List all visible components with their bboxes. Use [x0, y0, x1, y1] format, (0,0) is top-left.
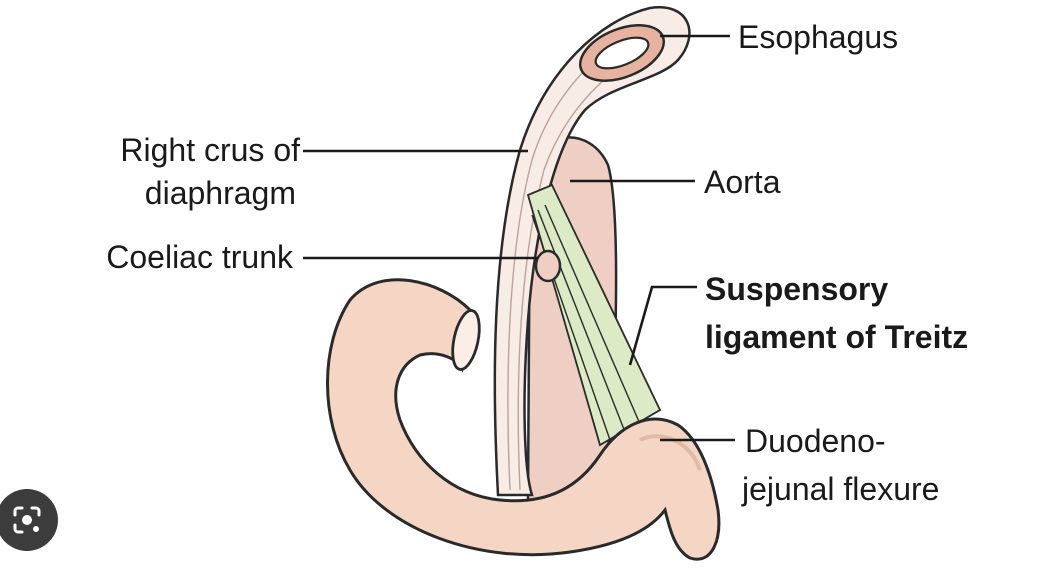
- ligament-fiber-2: [537, 209, 626, 433]
- ligament-fiber-3: [544, 204, 641, 425]
- label-treitz-1: Suspensory: [705, 271, 888, 307]
- leader-treitz: [628, 285, 697, 366]
- esophagus-lumen: [594, 36, 650, 70]
- label-treitz-2: ligament of Treitz: [705, 319, 968, 355]
- label-esophagus: Esophagus: [738, 19, 898, 55]
- label-right-crus-2: diaphragm: [145, 175, 296, 211]
- label-right-crus-1: Right crus of: [120, 132, 300, 168]
- label-aorta: Aorta: [704, 164, 781, 200]
- label-dj-flexure-1: Duodeno-: [745, 423, 886, 459]
- duodenum-opening: [451, 309, 481, 371]
- label-dj-flexure-2: jejunal flexure: [741, 471, 939, 507]
- label-coeliac-trunk: Coeliac trunk: [106, 239, 294, 275]
- duodenum-shape: [326, 278, 721, 561]
- treitz-ligament-shape: [526, 183, 662, 447]
- lens-search-button[interactable]: [0, 489, 58, 551]
- lens-search-icon: [13, 506, 41, 534]
- coeliac-trunk-shape: [534, 249, 562, 283]
